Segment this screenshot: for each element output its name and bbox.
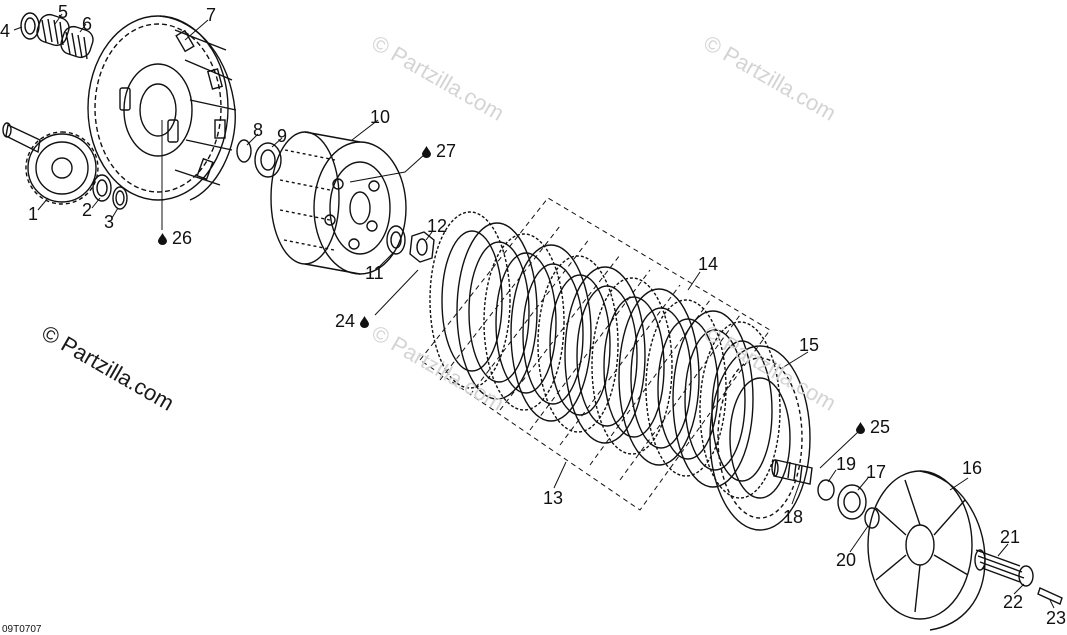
plate-inner-ring (468, 241, 530, 383)
callout-9: 9 (277, 126, 288, 146)
callout-24-label: 24 (335, 311, 356, 331)
callout-24: 24 (335, 311, 370, 331)
callout-19: 19 (836, 454, 857, 474)
friction-plate (645, 299, 727, 477)
callout-26-label: 26 (172, 228, 193, 248)
part-6-bushing (60, 25, 94, 60)
callout-12: 12 (427, 216, 448, 236)
part-20-circlip (864, 507, 880, 529)
friction-plate (591, 277, 673, 455)
part-22-washer (1018, 565, 1034, 587)
callout-6: 6 (82, 14, 93, 34)
callout-3: 3 (104, 212, 115, 232)
callout-26: 26 (158, 229, 192, 247)
part-3-circlip (112, 186, 128, 210)
plate-inner-ring (576, 285, 638, 427)
part-9-thrust-washer (254, 142, 282, 178)
callout-10: 10 (370, 107, 391, 127)
part-8-washer (236, 139, 252, 163)
part-15-pressure-plate (709, 345, 811, 531)
drawing-code: 09T0707 (2, 624, 42, 635)
plate-inner-ring (630, 307, 692, 449)
callout-23: 23 (1046, 608, 1067, 628)
callout-15: 15 (799, 335, 820, 355)
plate-inner-ring (495, 252, 557, 394)
steel-plate (618, 288, 700, 466)
part-23-bolt (1037, 587, 1063, 605)
friction-plate (537, 255, 619, 433)
part-1-shaft-gear (2, 122, 99, 205)
plate-inner-ring (522, 263, 584, 405)
part-21-spring (974, 549, 1025, 583)
callout-25: 25 (856, 418, 890, 436)
callout-1: 1 (28, 204, 39, 224)
callout-20: 20 (836, 550, 857, 570)
callout-4: 4 (0, 21, 11, 41)
oil-drop-icon (158, 233, 167, 246)
part-16-clutch-cover (867, 470, 986, 631)
callout-2: 2 (82, 200, 93, 220)
part-5-needle-bearing (36, 13, 70, 47)
leader-lines (13, 13, 1055, 609)
plate-inner-ring (603, 296, 665, 438)
oil-drop-icon (360, 316, 370, 329)
friction-plate (429, 211, 511, 389)
callout-8: 8 (253, 120, 264, 140)
part-10-clutch-hub (270, 131, 407, 275)
part-17-bearing (837, 484, 867, 520)
callout-25-label: 25 (870, 417, 891, 437)
callout-11: 11 (365, 263, 384, 283)
callout-18: 18 (783, 507, 804, 527)
part-11-lock-washer (386, 225, 406, 255)
part-7-clutch-housing (87, 15, 237, 201)
plate-inner-ring (441, 230, 503, 372)
part-19-washer (817, 479, 835, 501)
callout-27: 27 (422, 142, 456, 160)
plate-stack-group-box (419, 197, 771, 511)
callout-27-label: 27 (436, 141, 457, 161)
steel-plate (564, 266, 646, 444)
part-12-nut (409, 231, 435, 263)
part-18-push-rod (771, 459, 813, 485)
callout-16: 16 (962, 458, 983, 478)
plate-inner-ring (684, 329, 746, 471)
callout-14: 14 (698, 254, 719, 274)
callout-22: 22 (1003, 592, 1024, 612)
steel-plate (510, 244, 592, 422)
callout-5: 5 (58, 2, 69, 22)
callout-17: 17 (866, 462, 887, 482)
callout-7: 7 (206, 5, 217, 25)
oil-drop-icon (422, 146, 431, 159)
steel-plate (456, 222, 538, 400)
friction-plate (483, 233, 565, 411)
part-4-ring (20, 12, 40, 40)
friction-plate (699, 321, 781, 499)
oil-drop-icon (856, 422, 865, 435)
steel-plate (672, 310, 754, 488)
part-2-washer (92, 174, 112, 202)
callout-13: 13 (543, 488, 564, 508)
callout-21: 21 (1000, 527, 1021, 547)
